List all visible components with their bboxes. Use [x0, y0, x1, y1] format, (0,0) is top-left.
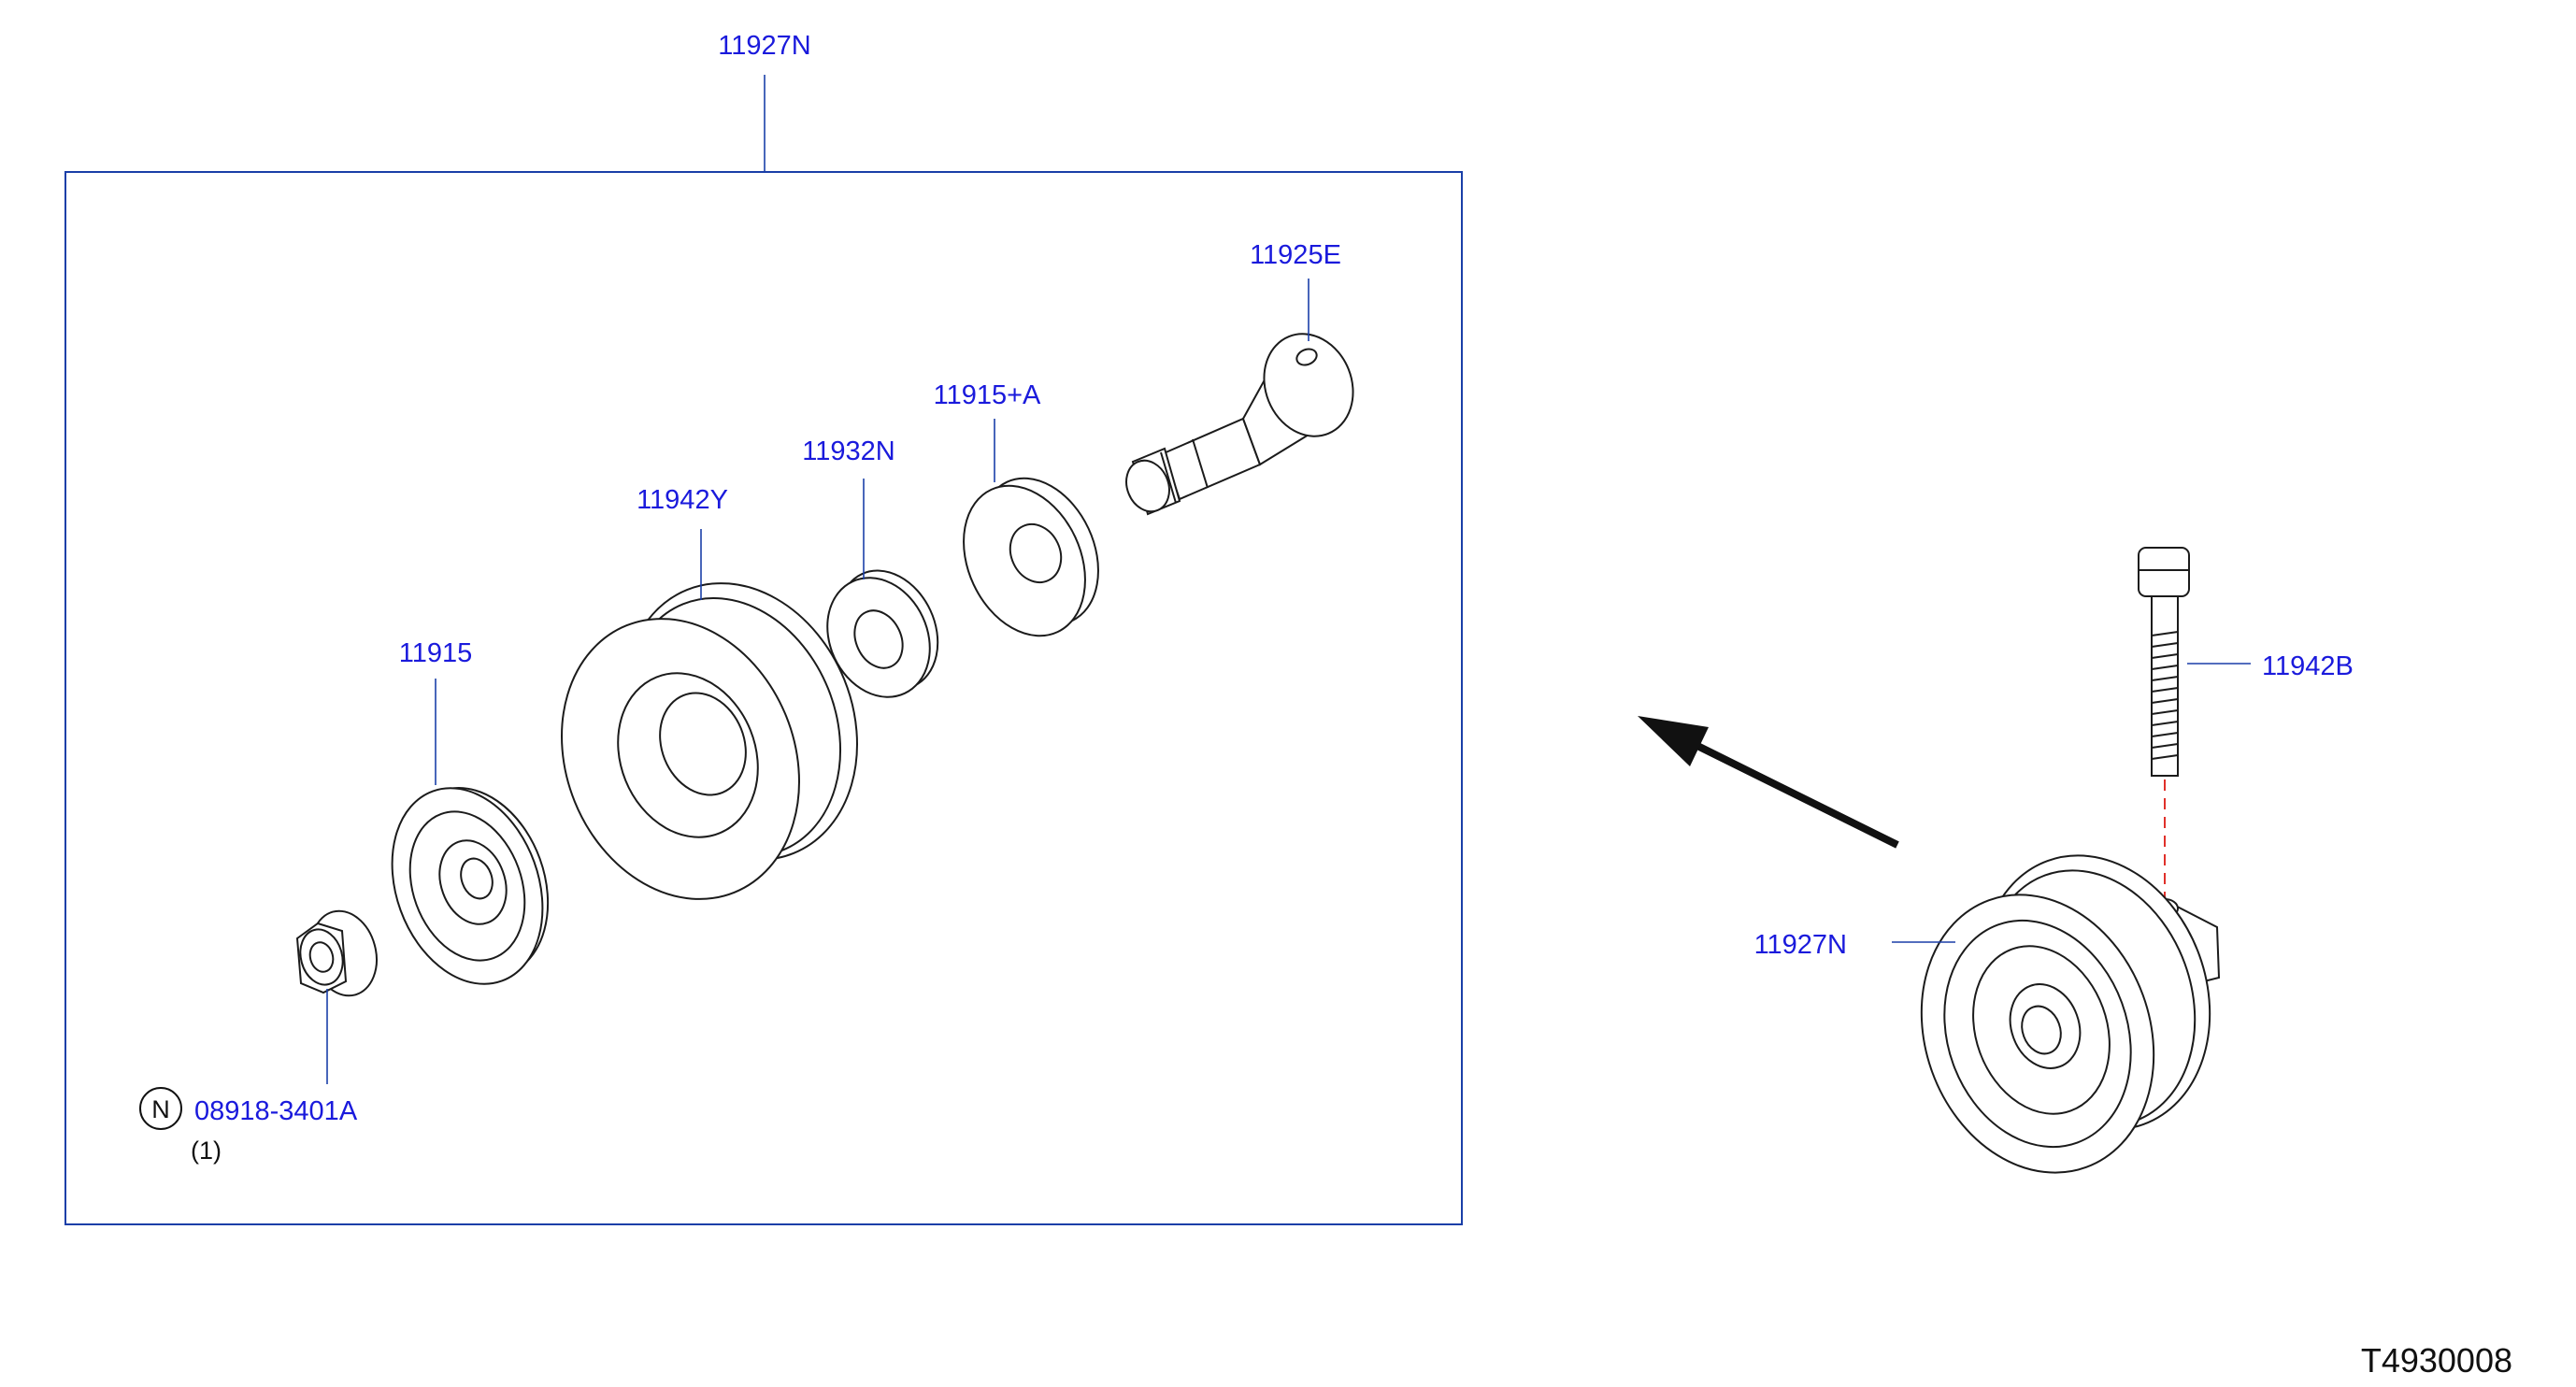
pulley-part[interactable]	[521, 548, 897, 935]
new-part-symbol: N	[151, 1095, 170, 1123]
bearing-label[interactable]: 11932N	[802, 436, 894, 466]
assembly-label-top[interactable]: 11927N	[718, 31, 810, 61]
shaft-label[interactable]: 11925E	[1250, 240, 1341, 270]
nut-label[interactable]: 08918-3401A	[194, 1096, 358, 1126]
shaft-part[interactable]	[1119, 321, 1368, 518]
pulley-assembly-part[interactable]	[1883, 823, 2247, 1206]
bolt-label[interactable]: 11942B	[2262, 651, 2354, 681]
assembly-label-side[interactable]: 11927N	[1754, 930, 1847, 960]
washer-front-part[interactable]	[940, 459, 1121, 655]
nut-part[interactable]	[294, 904, 386, 1003]
washer-rear-part[interactable]	[366, 767, 573, 1006]
direction-arrow-icon	[1638, 716, 1899, 849]
new-part-symbol-circle	[139, 1087, 182, 1130]
pulley-label[interactable]: 11942Y	[637, 485, 728, 515]
washer-front-label[interactable]: 11915+A	[934, 380, 1041, 410]
nut-quantity: (1)	[191, 1137, 222, 1165]
washer-rear-label[interactable]: 11915	[399, 638, 473, 668]
bearing-part[interactable]	[809, 554, 956, 714]
assembly-frame	[64, 171, 1463, 1225]
bolt-part[interactable]	[2138, 547, 2190, 777]
drawing-code: T4930008	[2361, 1341, 2512, 1380]
